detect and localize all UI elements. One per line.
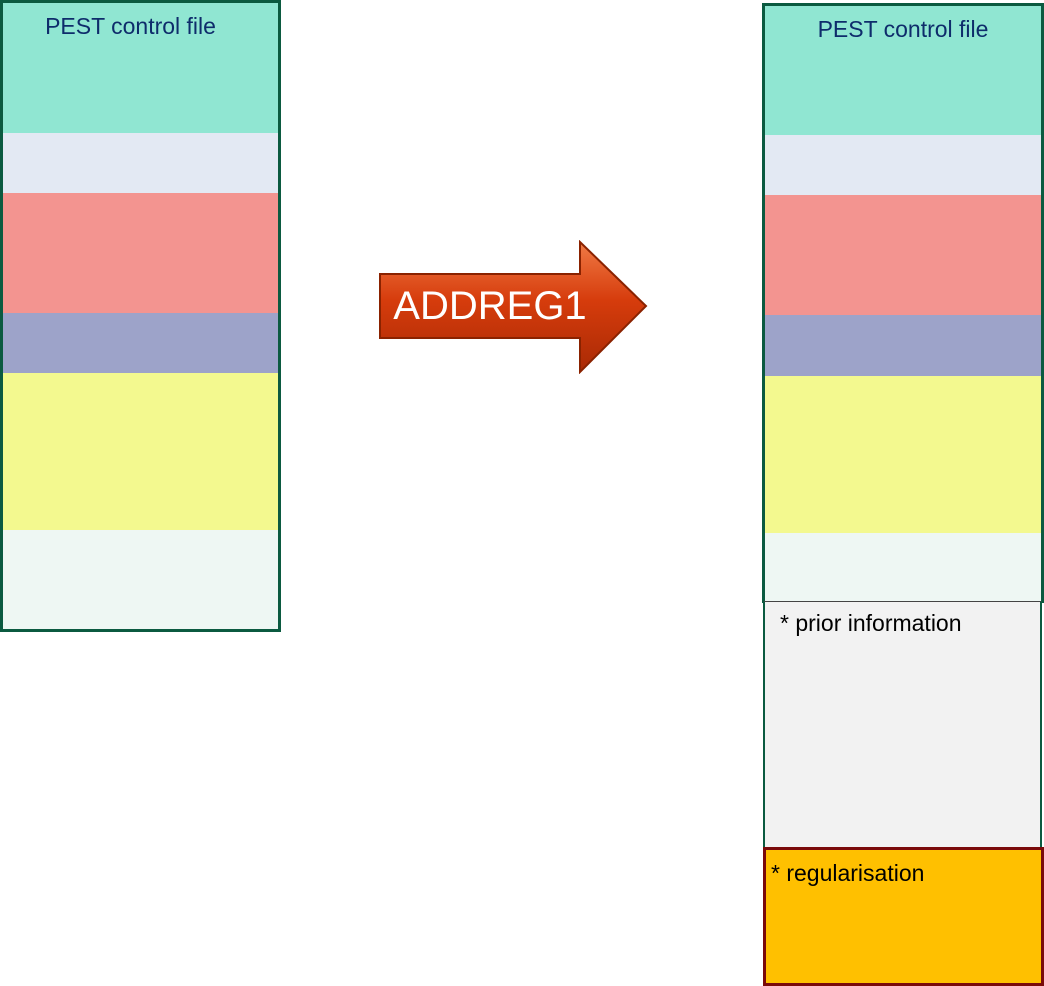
section-band bbox=[765, 315, 1041, 376]
file-title: PEST control file bbox=[817, 16, 989, 42]
section-band bbox=[765, 533, 1041, 603]
section-band bbox=[3, 530, 278, 629]
section-band bbox=[3, 373, 278, 530]
section-band bbox=[765, 195, 1041, 315]
prior-information-section: * prior information bbox=[763, 601, 1042, 849]
section-band bbox=[765, 376, 1041, 533]
section-band bbox=[3, 193, 278, 313]
section-band bbox=[3, 3, 278, 133]
modified-control-file: PEST control file bbox=[762, 3, 1044, 603]
section-band bbox=[3, 133, 278, 193]
original-control-file: PEST control file bbox=[0, 0, 281, 632]
prior-information-label: * prior information bbox=[780, 610, 962, 636]
section-band bbox=[3, 313, 278, 373]
section-band bbox=[765, 135, 1041, 195]
arrow-label: ADDREG1 bbox=[393, 284, 587, 328]
arrow-right-icon bbox=[379, 240, 648, 374]
regularisation-section: * regularisation bbox=[763, 847, 1044, 986]
regularisation-label: * regularisation bbox=[771, 860, 925, 886]
section-band bbox=[765, 6, 1041, 135]
file-title: PEST control file bbox=[45, 13, 216, 39]
